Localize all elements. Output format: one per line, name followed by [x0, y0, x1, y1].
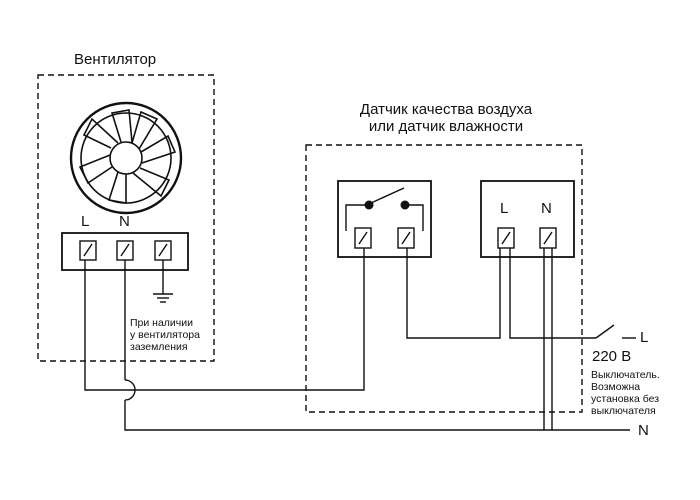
supply-l-label: L [640, 329, 649, 346]
fan-terminal-n [116, 240, 134, 261]
supply-n-label: N [638, 422, 649, 439]
sensor-terminal-l [497, 227, 515, 249]
wires [84, 248, 636, 431]
sensor-terminal-l-label: L [500, 200, 509, 217]
fan-terminal-l-label: L [81, 213, 90, 230]
sensor-title: Датчик качества воздуха или датчик влажн… [336, 101, 556, 135]
wire-fan-l [84, 248, 365, 391]
ground-note-line-2: у вентилятора [130, 329, 200, 341]
switch-note-line-4: выключателя [591, 405, 656, 417]
switch-note-line-3: установка без [591, 393, 660, 405]
sensor-terminal-n-label: N [541, 200, 552, 217]
switch-note: Выключатель. Возможна установка без выкл… [591, 369, 660, 417]
supply-voltage: 220 В [592, 348, 632, 365]
ground-note-line-1: При наличии [130, 317, 193, 329]
relay-box [337, 180, 432, 258]
fan-icon [69, 101, 183, 215]
fan-enclosure [37, 74, 215, 362]
wire-relay-to-sensor-l [406, 248, 501, 339]
sensor-enclosure [305, 144, 583, 413]
wire-sensor-l-supply [509, 248, 596, 339]
switch-note-line-1: Выключатель. [591, 369, 660, 381]
sensor-title-line-1: Датчик качества воздуха [359, 101, 533, 118]
ground-note-line-3: заземления [130, 341, 188, 353]
ground-note: При наличии у вентилятора заземления [130, 317, 200, 353]
switch-icon [595, 324, 615, 339]
fan-terminal-l [79, 240, 97, 261]
sensor-terminal-n [539, 227, 557, 249]
fan-terminal-ground [154, 240, 172, 261]
ground-icon [153, 260, 173, 303]
relay-terminal-1 [354, 227, 372, 249]
sensor-title-line-2: или датчик влажности [368, 118, 524, 135]
switch-note-line-2: Возможна [591, 381, 641, 393]
fan-title: Вентилятор [74, 51, 157, 68]
sensor-power-box [480, 180, 575, 258]
relay-terminal-2 [397, 227, 415, 249]
fan-terminal-n-label: N [119, 213, 130, 230]
